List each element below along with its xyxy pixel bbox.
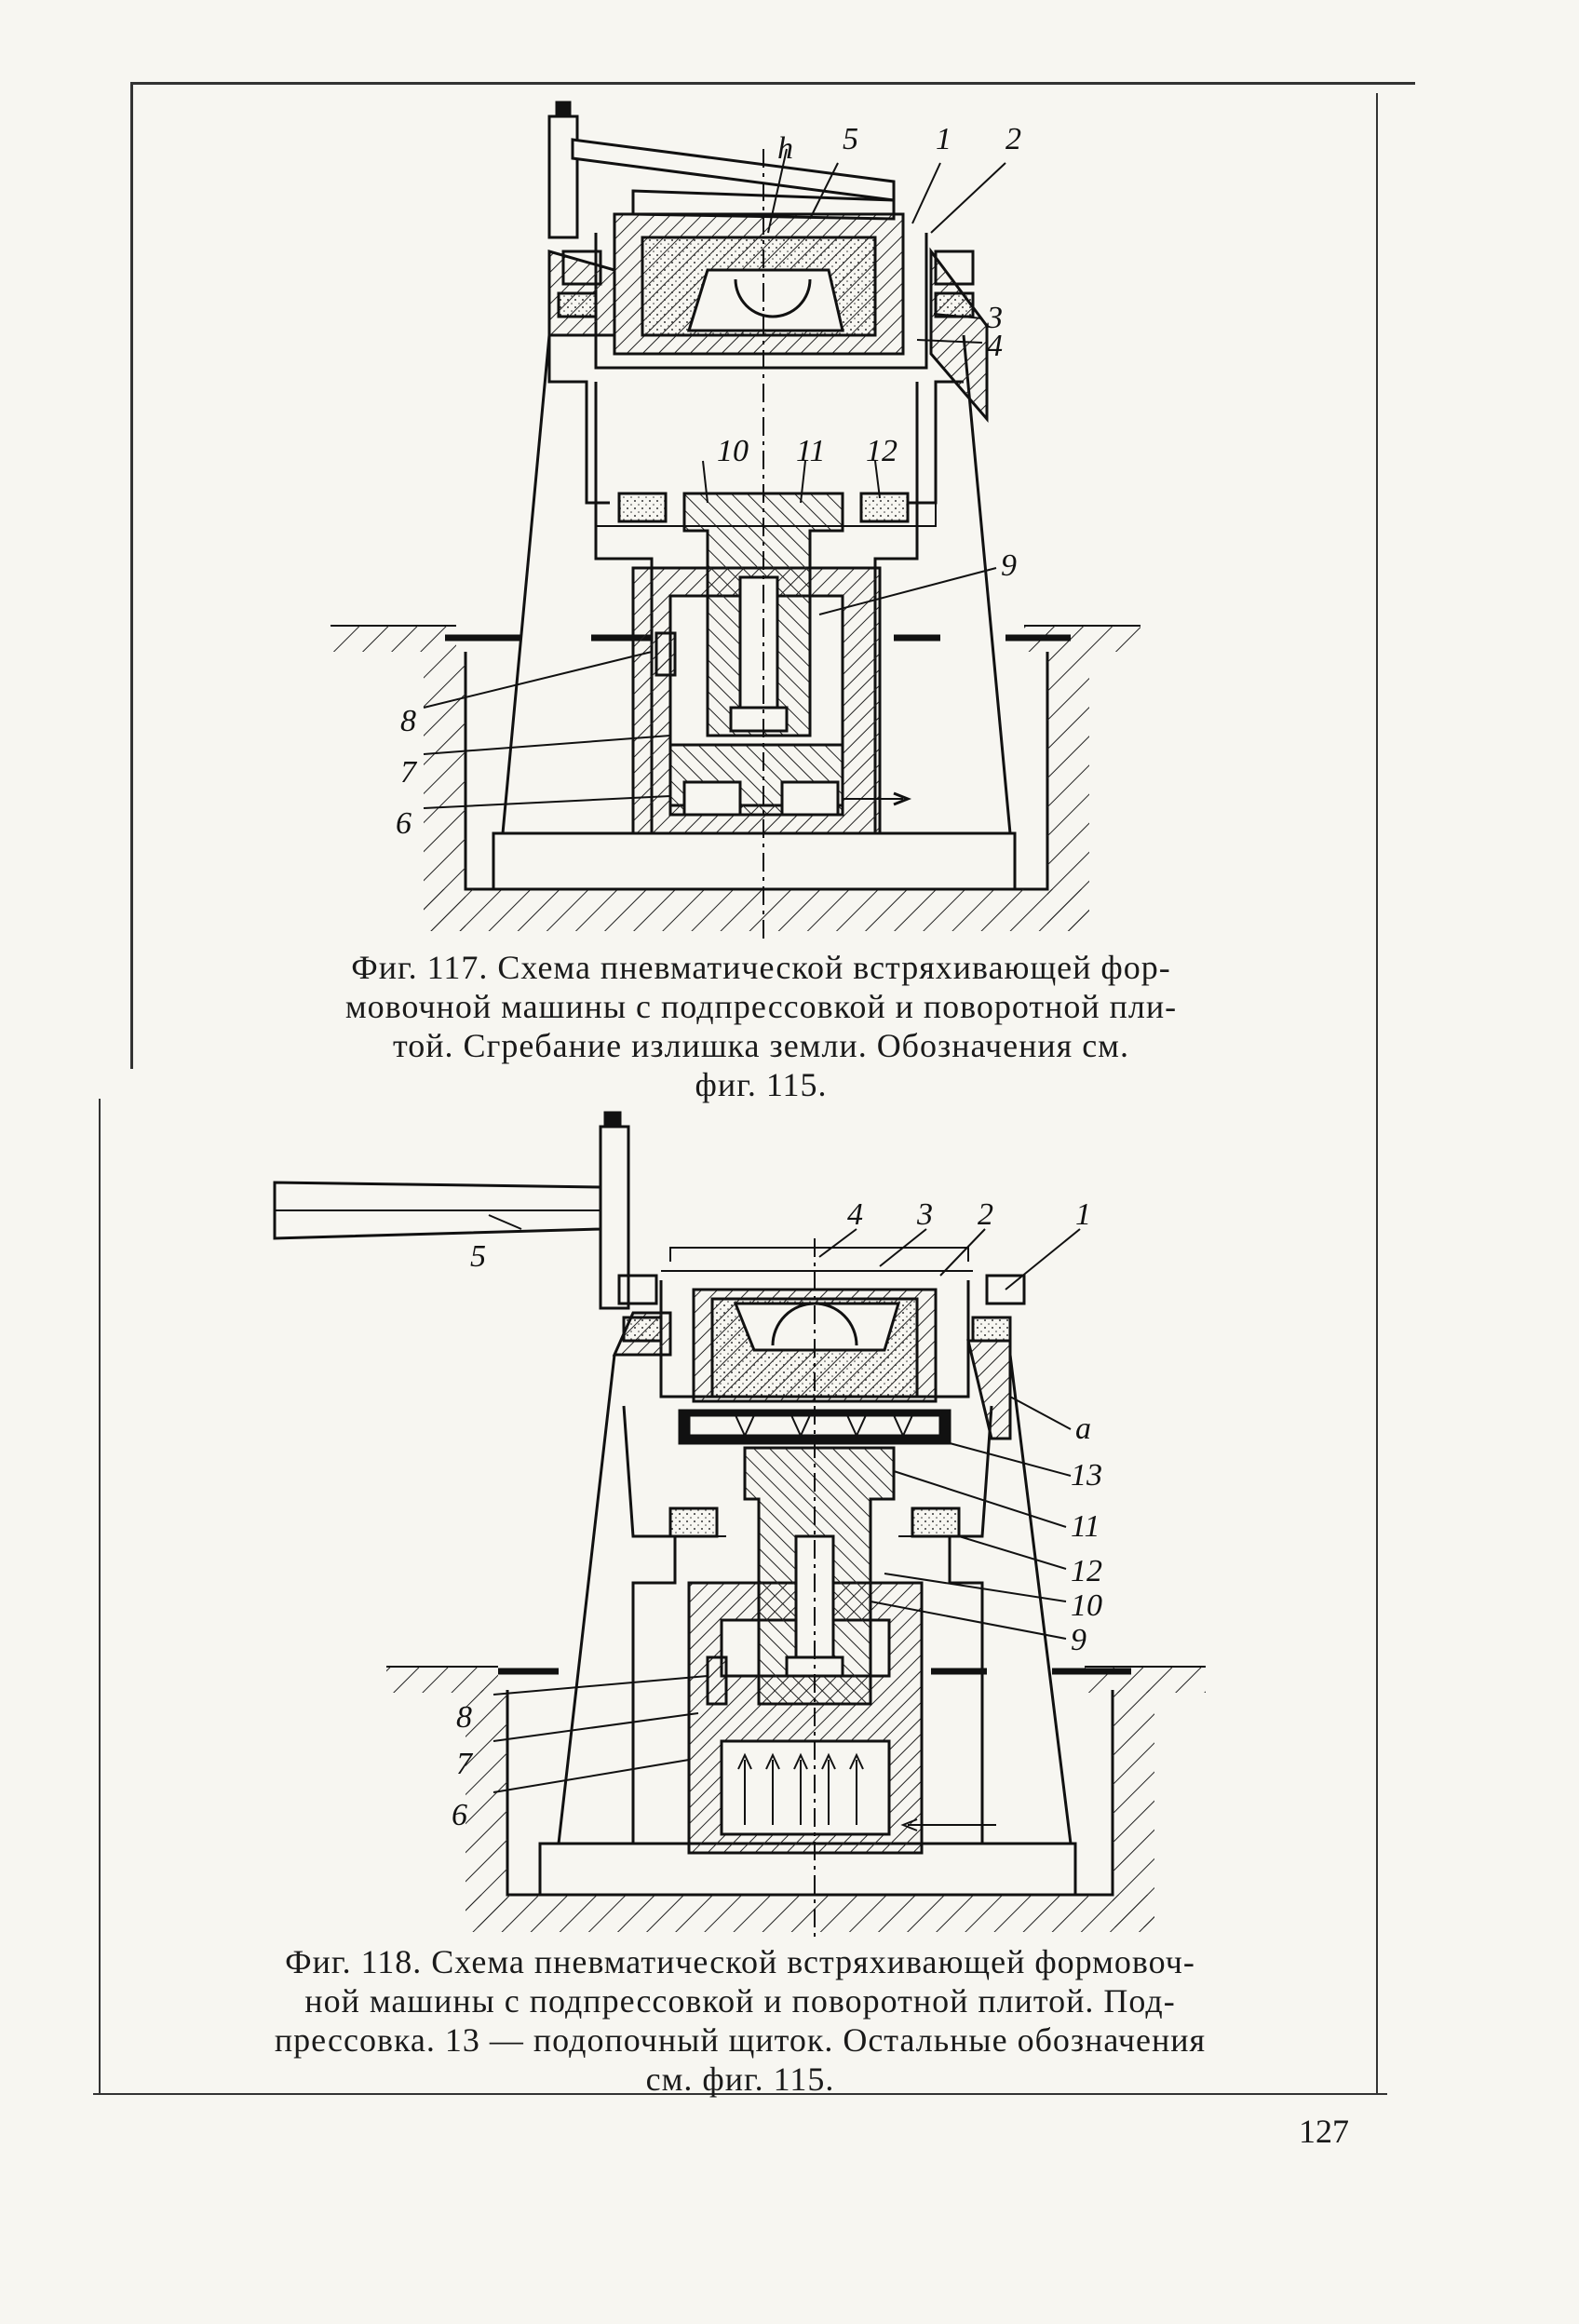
- caption-line: ной машины с подпрессовкой и поворотной …: [304, 1982, 1176, 2020]
- callout-6: 6: [452, 1798, 467, 1832]
- frame-right-line: [1376, 93, 1378, 2095]
- callout-11: 11: [796, 434, 825, 468]
- caption-line: той. Сгребание излишка земли. Обозначени…: [393, 1027, 1129, 1064]
- figure-117-drawing: h 5 1 2 3 4 10 11 12 9 8 7 6: [331, 101, 1140, 940]
- callout-10: 10: [717, 434, 749, 468]
- callout-4: 4: [847, 1197, 863, 1232]
- figure-117-caption: Фиг. 117. Схема пневматической встряхива…: [321, 948, 1201, 1104]
- frame-left-line-lower: [99, 1099, 101, 2095]
- callout-5: 5: [843, 122, 858, 156]
- callout-a: a: [1075, 1412, 1091, 1446]
- caption-line: мовочной машины с подпрессовкой и поворо…: [344, 988, 1178, 1025]
- callout-12: 12: [866, 434, 897, 468]
- caption-line: фиг. 115.: [695, 1066, 828, 1103]
- callout-h: h: [777, 131, 793, 166]
- figure-118-drawing: 4 3 2 1 5 a 13 11 12 10 9 8 7 6: [273, 1111, 1206, 1937]
- caption-line: Фиг. 117. Схема пневматической встряхива…: [351, 949, 1171, 986]
- page-number: 127: [1299, 2113, 1349, 2150]
- callout-2: 2: [1005, 122, 1021, 156]
- callout-7: 7: [400, 755, 418, 790]
- callout-3: 3: [916, 1197, 933, 1232]
- callout-6: 6: [396, 806, 412, 841]
- callout-7: 7: [456, 1747, 474, 1781]
- figure-118-caption: Фиг. 118. Схема пневматической встряхива…: [256, 1942, 1224, 2099]
- frame-bottom-line: [93, 2093, 1387, 2095]
- callout-9: 9: [1071, 1623, 1086, 1657]
- callout-11: 11: [1071, 1509, 1100, 1544]
- callout-12: 12: [1071, 1554, 1102, 1588]
- callout-3: 3: [986, 301, 1003, 335]
- frame-left-line: [130, 82, 133, 1069]
- caption-line: Фиг. 118. Схема пневматической встряхива…: [285, 1943, 1195, 1980]
- callout-8: 8: [456, 1700, 472, 1735]
- callout-8: 8: [400, 704, 416, 738]
- callout-10: 10: [1071, 1588, 1102, 1623]
- callout-13: 13: [1071, 1458, 1102, 1493]
- callout-5: 5: [470, 1239, 486, 1274]
- callout-1: 1: [1075, 1197, 1091, 1232]
- callout-9: 9: [1001, 548, 1017, 583]
- frame-top-line: [130, 82, 1415, 85]
- caption-line: прессовка. 13 — подопочный щиток. Осталь…: [274, 2021, 1207, 2059]
- callout-1: 1: [936, 122, 951, 156]
- caption-line: см. фиг. 115.: [645, 2061, 835, 2098]
- callout-2: 2: [978, 1197, 993, 1232]
- callout-4: 4: [987, 329, 1003, 363]
